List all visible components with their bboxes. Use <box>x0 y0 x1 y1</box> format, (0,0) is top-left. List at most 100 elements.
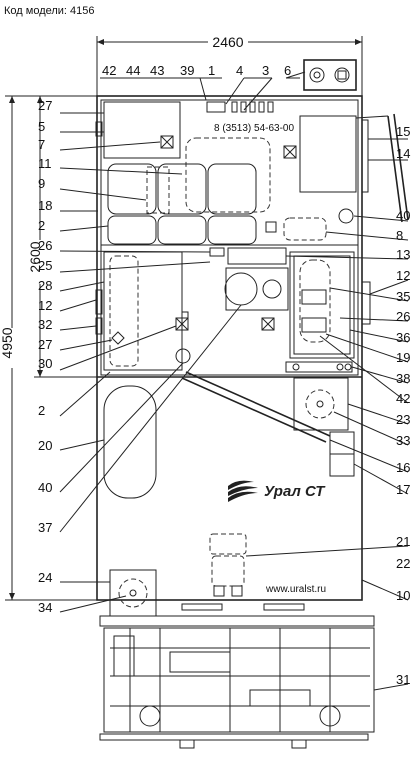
callout-number: 15 <box>396 124 410 139</box>
motor-a <box>301 289 327 305</box>
ladder-16 <box>185 371 331 437</box>
heater-unit <box>283 217 327 241</box>
callout-number: 42 <box>396 391 410 406</box>
cabinet-24 <box>109 569 157 617</box>
callout-number: 24 <box>38 570 52 585</box>
callout-number: 8 <box>396 228 403 243</box>
shelf-13 <box>227 247 287 265</box>
width-dimension: 2460 <box>96 33 363 96</box>
side-hatch-12 <box>361 281 371 325</box>
callout-number: 4 <box>236 63 243 78</box>
vent-box-centre <box>261 317 275 331</box>
cabinet-23 <box>293 377 349 431</box>
control-strip <box>285 361 353 373</box>
callout-number: 44 <box>126 63 140 78</box>
width-value: 2460 <box>212 34 243 50</box>
compressor-unit <box>299 259 331 343</box>
callout-number: 23 <box>396 412 410 427</box>
callout-number: 2 <box>38 218 45 233</box>
left-wall-panel <box>95 121 103 137</box>
callout-number: 33 <box>396 433 410 448</box>
callout-number: 7 <box>38 137 45 152</box>
callout-number: 12 <box>396 268 410 283</box>
wardrobe <box>299 115 357 193</box>
callout-number: 20 <box>38 438 52 453</box>
callout-number: 31 <box>396 672 410 687</box>
callout-number: 18 <box>38 198 52 213</box>
spare-wheel-20 <box>103 385 157 499</box>
callout-number: 38 <box>396 371 410 386</box>
total-height-value: 4950 <box>0 327 15 358</box>
callout-number: 40 <box>396 208 410 223</box>
cabinet-23-wheel <box>305 389 335 419</box>
cabin-room <box>100 99 359 376</box>
callout-number: 21 <box>396 534 410 549</box>
phone-number: 8 (3513) 54-63-00 <box>214 123 294 134</box>
roof-connection-box <box>303 59 357 91</box>
motor-b <box>301 317 327 333</box>
valve-small <box>181 311 189 319</box>
cabinet-24-wheel <box>118 578 148 608</box>
folding-table <box>185 137 271 213</box>
bracket-26 <box>209 247 225 257</box>
gas-cylinder-bay <box>109 255 139 367</box>
callout-number: 34 <box>38 600 52 615</box>
small-box-8 <box>265 221 277 233</box>
callout-number: 16 <box>396 460 410 475</box>
callout-number: 28 <box>38 278 52 293</box>
equipment-frame <box>293 255 351 355</box>
callout-number: 25 <box>38 258 52 273</box>
tank-frame <box>225 267 289 311</box>
callout-number: 27 <box>38 337 52 352</box>
callout-number: 35 <box>396 289 410 304</box>
vent-box-left <box>160 135 174 149</box>
callout-number: 6 <box>284 63 291 78</box>
seat-block-upper <box>107 163 257 215</box>
equipment-bay <box>289 251 355 359</box>
total-height-dimension: 4950 <box>0 95 97 601</box>
callout-number: 10 <box>396 588 410 603</box>
callout-number: 40 <box>38 480 52 495</box>
callout-number: 26 <box>396 309 410 324</box>
vehicle-outline <box>96 95 363 601</box>
main-tank <box>224 272 258 306</box>
chassis-side-view <box>99 603 375 749</box>
callout-number: 39 <box>180 63 194 78</box>
callout-number: 12 <box>38 298 52 313</box>
body-height-dimension: 2600 <box>27 96 97 378</box>
wall-panel-12 <box>95 289 103 315</box>
callout-number: 32 <box>38 317 52 332</box>
callout-number: 13 <box>396 247 410 262</box>
callout-number: 26 <box>38 238 52 253</box>
vent-box-right <box>283 145 297 159</box>
brand-logo: Урал СТ <box>228 480 326 502</box>
callout-number: 36 <box>396 330 410 345</box>
valve-27 <box>111 331 125 345</box>
callout-number: 37 <box>38 520 52 535</box>
generator-body <box>211 555 245 587</box>
callout-number: 42 <box>102 63 116 78</box>
generator-foot-a <box>213 585 225 597</box>
callout-number: 1 <box>208 63 215 78</box>
callout-number: 22 <box>396 556 410 571</box>
left-mid-cabinet <box>103 251 183 371</box>
body-height-value: 2600 <box>27 241 43 272</box>
callout-number: 2 <box>38 403 45 418</box>
callout-number: 9 <box>38 176 45 191</box>
generator-top <box>209 533 247 555</box>
seat-block-lower <box>107 215 257 245</box>
callout-number: 5 <box>38 119 45 134</box>
generator-foot-b <box>231 585 243 597</box>
right-callout-leaders <box>245 138 409 691</box>
callout-number: 19 <box>396 350 410 365</box>
socket-row <box>206 101 274 113</box>
callout-number: 11 <box>38 156 52 171</box>
open-door <box>387 115 403 223</box>
website-url: www.uralst.ru <box>265 584 326 595</box>
callout-number: 14 <box>396 146 410 161</box>
callout-number: 43 <box>150 63 164 78</box>
